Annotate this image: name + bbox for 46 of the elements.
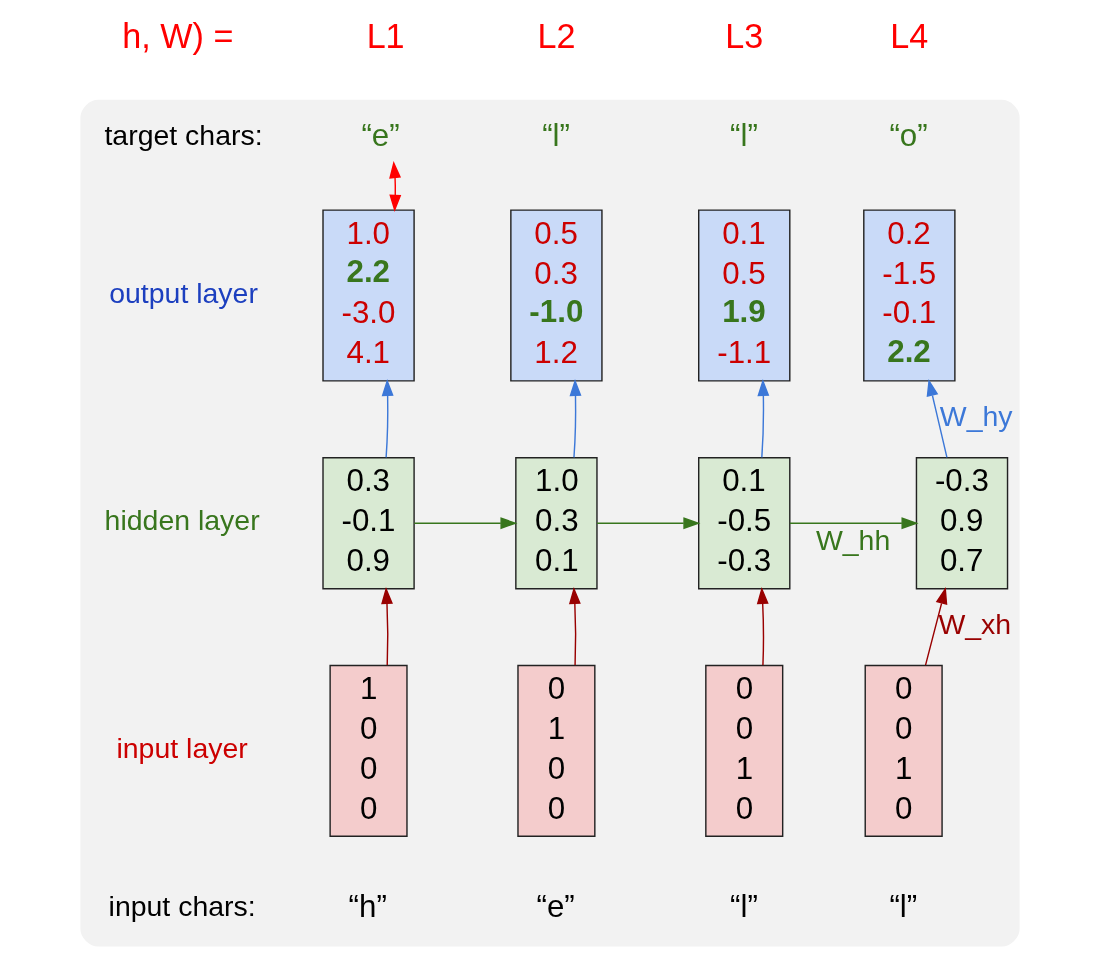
- node-box: 1.0 2.2 -3.0 4.1: [322, 209, 415, 382]
- node-text: “e”: [536, 888, 575, 924]
- node-box: -0.3 0.9 0.7: [915, 457, 1009, 590]
- label: L4: [890, 17, 929, 56]
- edge-label: W_hy: [939, 400, 1013, 433]
- arrow: [389, 161, 402, 212]
- node-text: “l”: [730, 117, 758, 153]
- node-text: “l”: [542, 117, 570, 153]
- node-text: “l”: [730, 888, 758, 924]
- node-text: “e”: [361, 117, 400, 153]
- node-text: “o”: [889, 117, 928, 153]
- node-box: 1 0 0 0: [329, 664, 408, 837]
- label: output layer: [109, 276, 258, 309]
- label: L2: [537, 17, 576, 56]
- node-box: 0 1 0 0: [517, 664, 596, 837]
- node-box: 0.5 0.3 -1.0 1.2: [510, 209, 603, 382]
- edge-label: W_hh: [815, 524, 891, 557]
- node-box: 1.0 0.3 0.1: [515, 457, 598, 590]
- node-box: 0.2 -1.5 -0.1 2.2: [863, 209, 956, 382]
- label: target chars:: [104, 118, 263, 151]
- node-box: 0 0 1 0: [705, 664, 784, 837]
- node-box: 0.1 -0.5 -0.3: [698, 457, 791, 590]
- arrow: [381, 378, 394, 459]
- arrow: [568, 586, 581, 666]
- arrow: [569, 378, 582, 459]
- arrow: [596, 517, 701, 530]
- node-text: “l”: [889, 888, 918, 924]
- edge-label: W_xh: [938, 608, 1012, 641]
- cluster: [80, 99, 1020, 947]
- label: input layer: [116, 732, 248, 765]
- arrow: [756, 586, 769, 666]
- arrow: [757, 378, 770, 459]
- label: hidden layer: [104, 504, 260, 537]
- node-text: “h”: [348, 888, 387, 924]
- arrow: [789, 517, 919, 530]
- node-box: 0.1 0.5 1.9 -1.1: [698, 209, 791, 382]
- label: h, W) =: [122, 17, 234, 56]
- arrow: [381, 586, 393, 666]
- node-box: 0.3 -0.1 0.9: [322, 457, 415, 590]
- label: L1: [366, 17, 405, 56]
- label: L3: [725, 17, 764, 56]
- arrow: [926, 379, 948, 459]
- label: input chars:: [108, 890, 256, 922]
- arrow: [413, 517, 518, 530]
- arrow: [924, 587, 948, 666]
- node-box: 0 0 1 0: [864, 664, 943, 837]
